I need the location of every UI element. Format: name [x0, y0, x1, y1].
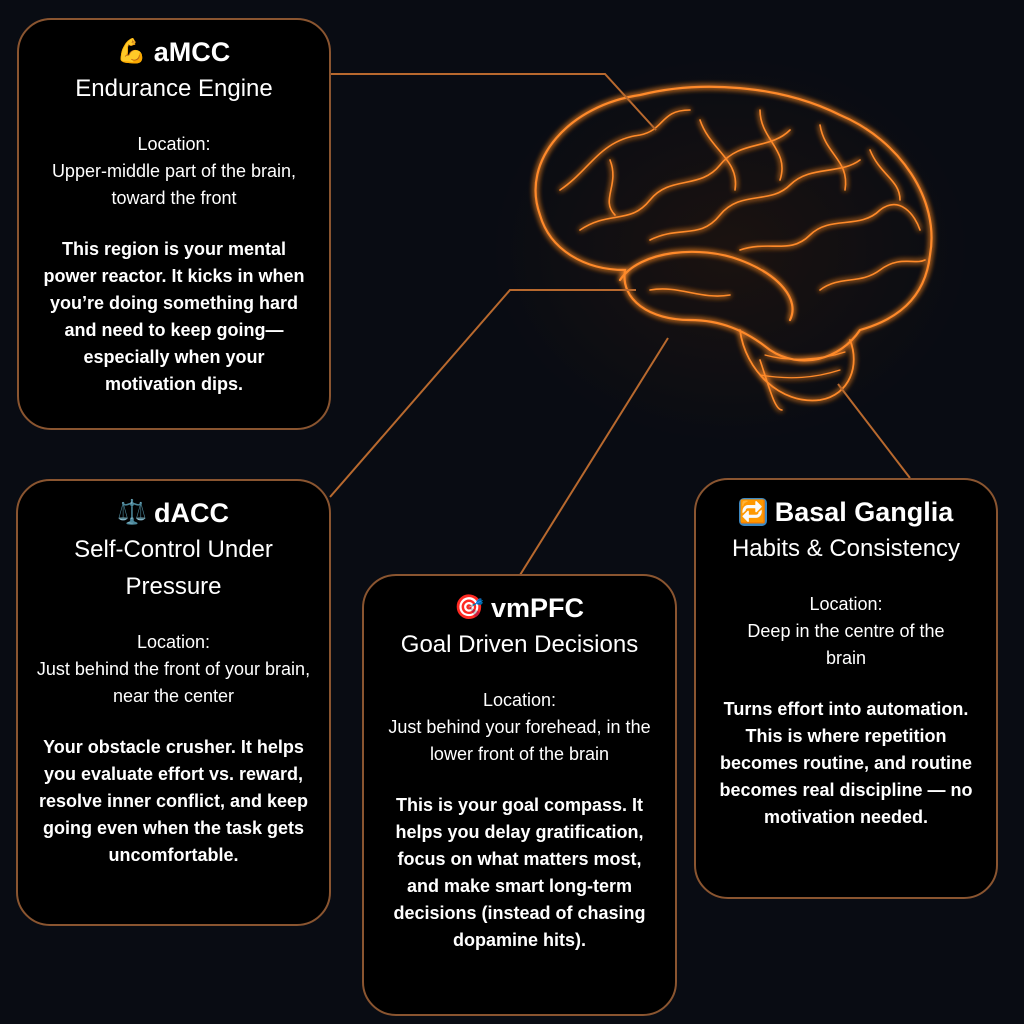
card-title-text: vmPFC	[490, 593, 585, 623]
card-description: Turns effort into automation. This is wh…	[719, 699, 973, 827]
card-title: 💪 aMCC	[116, 34, 231, 70]
card-vmpfc: 🎯 vmPFC Goal Driven Decisions Location: …	[362, 574, 677, 1016]
card-subtitle: Endurance Engine	[75, 75, 273, 102]
card-description: This region is your mental power reactor…	[43, 239, 305, 394]
location-label: Location:	[137, 134, 211, 154]
card-description: This is your goal compass. It helps you …	[393, 795, 646, 950]
connector-basal-ganglia	[837, 383, 911, 479]
location-text: Just behind the front of your brain, nea…	[36, 659, 311, 706]
brain-folds	[559, 109, 926, 379]
location-text: Just behind your forehead, in the lower …	[388, 717, 651, 764]
card-description: Your obstacle crusher. It helps you eval…	[38, 737, 309, 865]
balance-scale-icon: ⚖️	[117, 499, 147, 526]
card-title-text: dACC	[154, 498, 229, 528]
location-text: Upper-middle part of the brain, toward t…	[51, 161, 297, 208]
card-subtitle: Goal Driven Decisions	[400, 631, 639, 658]
flexed-biceps-icon: 💪	[116, 38, 147, 65]
connector-dacc	[329, 289, 636, 498]
card-amcc: 💪 aMCC Endurance Engine Location: Upper-…	[17, 18, 331, 430]
card-subtitle: Self-Control Under Pressure	[74, 536, 273, 600]
connector-amcc	[330, 73, 657, 131]
brain-outline	[534, 85, 933, 362]
location-label: Location:	[482, 690, 557, 710]
card-title: ⚖️ dACC	[117, 495, 229, 531]
temporal-lobe	[618, 250, 794, 322]
connector-vmpfc	[519, 337, 669, 576]
card-title-text: aMCC	[153, 37, 231, 67]
card-dacc: ⚖️ dACC Self-Control Under Pressure Loca…	[16, 479, 331, 926]
location-text: Deep in the centre of the brain	[747, 621, 945, 668]
brain-glow	[470, 40, 990, 460]
card-title: 🎯 vmPFC	[454, 590, 585, 626]
card-subtitle: Habits & Consistency	[731, 535, 961, 562]
card-title: 🔁 Basal Ganglia	[738, 494, 954, 530]
brain-stem	[759, 359, 783, 411]
target-icon: 🎯	[454, 594, 484, 621]
card-basal-ganglia: 🔁 Basal Ganglia Habits & Consistency Loc…	[694, 478, 998, 899]
cerebellum	[739, 329, 855, 402]
repeat-arrows-icon: 🔁	[738, 498, 767, 526]
location-label: Location:	[809, 594, 883, 614]
location-label: Location:	[136, 632, 211, 652]
brain-illustration	[534, 85, 933, 411]
card-title-text: Basal Ganglia	[774, 497, 954, 527]
